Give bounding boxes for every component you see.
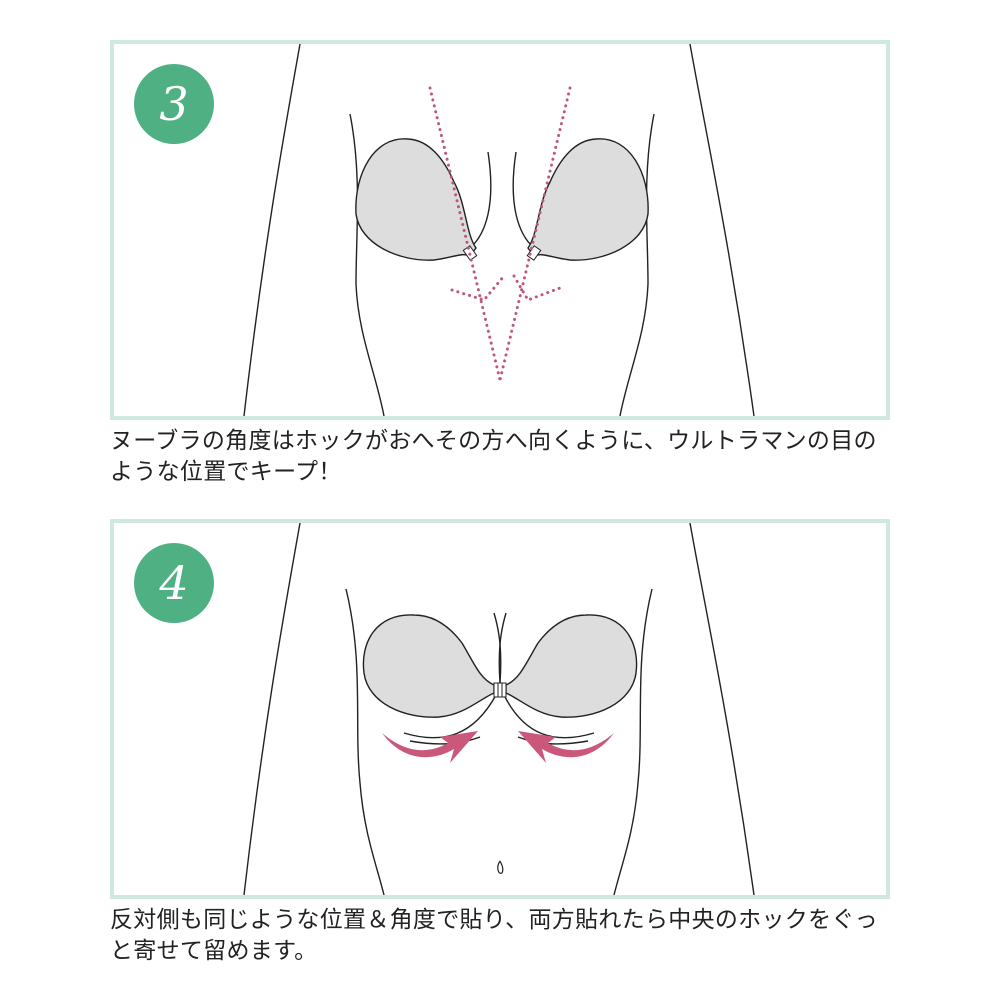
step-4-illustration: [243, 523, 755, 895]
guide-lines: [428, 86, 572, 382]
step-number-badge: 3: [134, 64, 214, 144]
step-3-panel: 3: [110, 40, 890, 420]
navel: [497, 860, 504, 874]
inward-arrows-icon: [382, 731, 614, 763]
step-3-illustration: [243, 44, 755, 416]
cup-icon: [355, 138, 649, 261]
step-number-badge: 4: [134, 543, 214, 623]
step-4-caption: 反対側も同じような位置＆角度で貼り、両方貼れたら中央のホックをぐっと寄せて留めま…: [110, 907, 878, 964]
step-4-panel: 4: [110, 519, 890, 899]
cup-icon: [362, 614, 638, 718]
step-3-caption: ヌーブラの角度はホックがおへその方へ向くように、ウルトラマンの目のような位置でキ…: [110, 428, 877, 485]
